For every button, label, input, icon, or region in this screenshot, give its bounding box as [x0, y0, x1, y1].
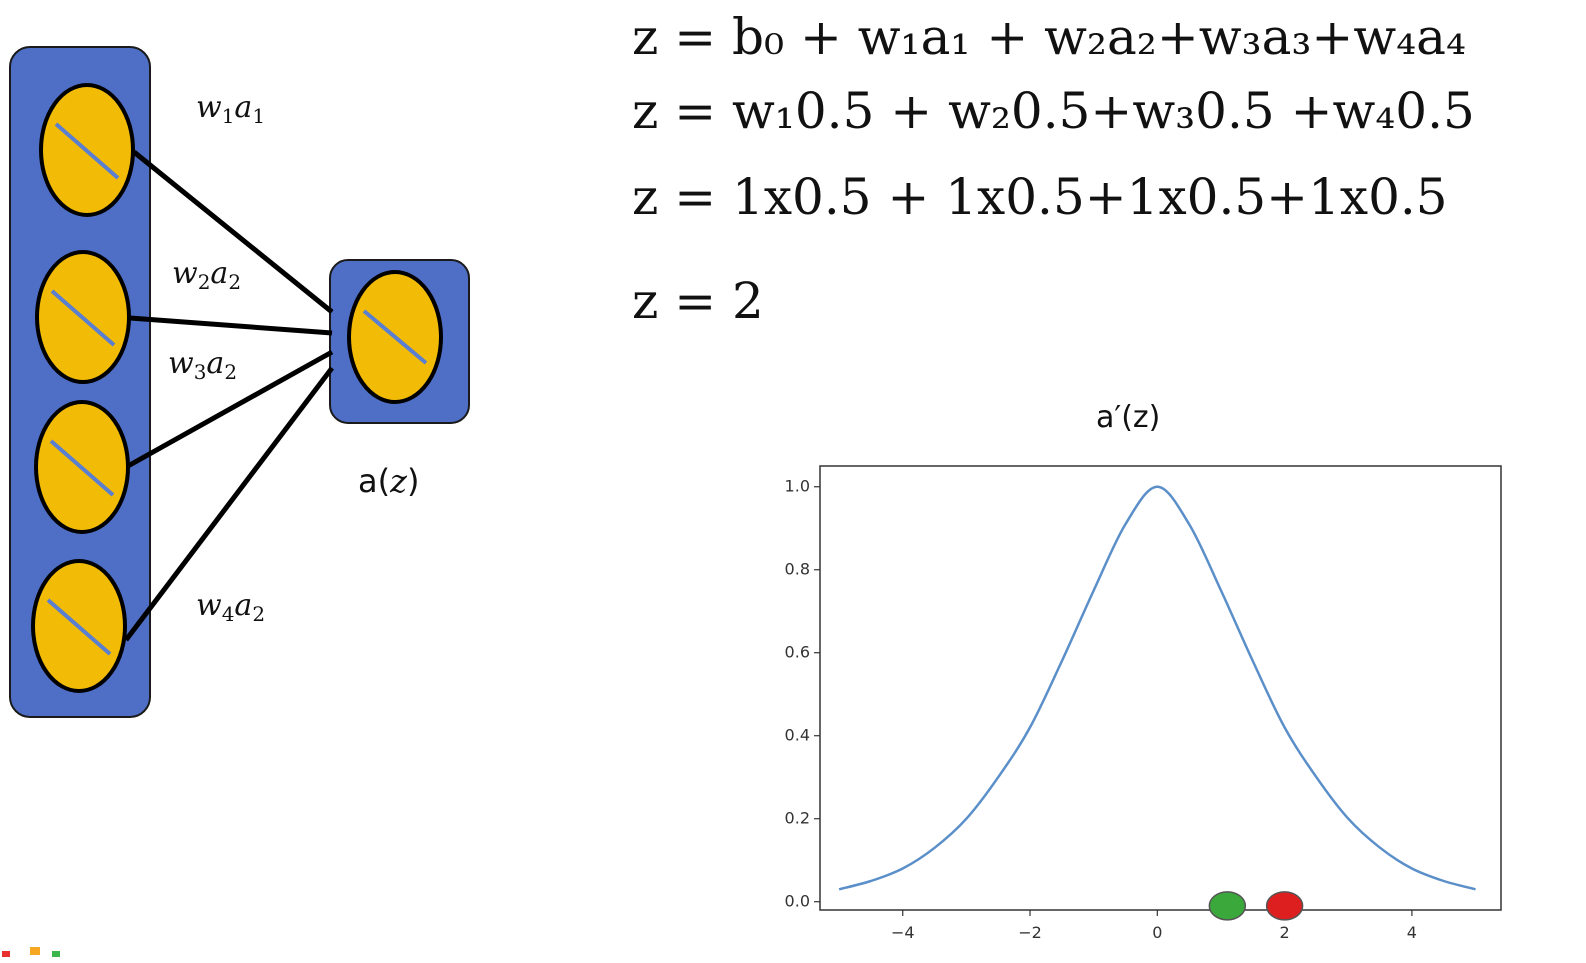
neural-network-diagram — [9, 46, 470, 718]
equation-general: z = b₀ + w₁a₁ + w₂a₂+w₃a₃+w₄a₄ — [632, 8, 1467, 66]
sigmoid-derivative-chart: 0.0 0.2 0.4 0.6 0.8 1.0 −4 −2 0 2 4 — [785, 465, 1502, 942]
output-neuron — [347, 270, 443, 404]
y-tick-label: 0.8 — [785, 560, 810, 579]
weight-label-2: w2a2 — [172, 256, 242, 294]
connection-line-2 — [129, 315, 333, 336]
equation-result: z = 2 — [632, 272, 764, 330]
connection-line-4 — [124, 366, 334, 642]
y-tick-label: 0.6 — [785, 643, 810, 662]
x-tick-label: 4 — [1407, 923, 1417, 942]
weight-label-3: w3a2 — [168, 346, 238, 384]
x-tick-label: 2 — [1280, 923, 1290, 942]
y-tick-label: 0.2 — [785, 809, 810, 828]
weight-label-4: w4a2 — [196, 588, 266, 626]
y-tick-label: 0.4 — [785, 726, 810, 745]
output-activation-label: a(z) — [358, 462, 420, 500]
marker-point-1 — [1265, 891, 1304, 921]
input-neuron-4 — [31, 559, 127, 693]
chart-title: a′(z) — [1096, 400, 1161, 435]
connection-line-1 — [132, 150, 334, 314]
x-tick-label: −2 — [1018, 923, 1042, 942]
series-line-0 — [838, 485, 1476, 891]
equation-weights-substituted: z = 1x0.5 + 1x0.5+1x0.5+1x0.5 — [632, 168, 1448, 226]
weight-label-1: w1a1 — [196, 90, 266, 128]
equation-activations-substituted: z = w₁0.5 + w₂0.5+w₃0.5 +w₄0.5 — [632, 82, 1475, 140]
input-neuron-3 — [34, 400, 130, 534]
x-tick-label: −4 — [891, 923, 915, 942]
y-tick-label: 0.0 — [785, 892, 810, 911]
input-neuron-2 — [35, 250, 131, 384]
x-tick-label: 0 — [1152, 923, 1162, 942]
input-neuron-1 — [39, 83, 135, 217]
logo-mark-orange — [30, 947, 40, 955]
marker-point-0 — [1208, 891, 1247, 921]
logo-icon — [2, 947, 60, 957]
connection-line-3 — [126, 349, 334, 469]
logo-mark-red — [2, 951, 10, 957]
logo-mark-green — [52, 951, 60, 957]
y-tick-label: 1.0 — [785, 477, 810, 496]
plot-frame — [819, 465, 1502, 911]
